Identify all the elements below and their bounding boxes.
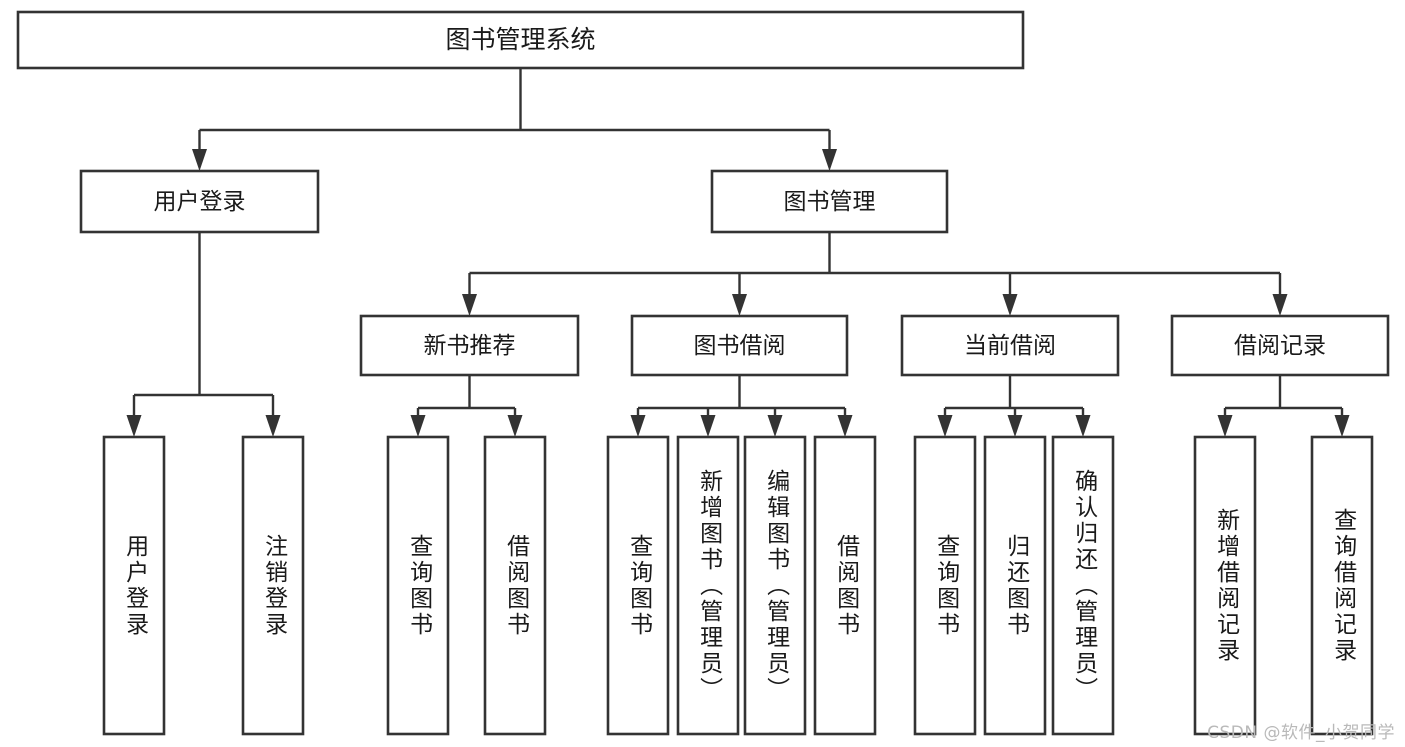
- arrow-head-icon: [837, 415, 853, 437]
- node-layer: [16, 10, 1390, 736]
- arrow-head-icon: [1272, 294, 1288, 316]
- node-box-user-login[interactable]: [79, 169, 320, 234]
- node-label-root: 图书管理系统: [445, 25, 595, 54]
- arrow-head-icon: [630, 415, 646, 437]
- node-box-leaf-borrow-book-br[interactable]: [813, 435, 877, 736]
- node-label-current-borrow: 当前借阅: [964, 333, 1056, 359]
- arrow-head-icon: [767, 415, 783, 437]
- arrow-head-icon: [1002, 294, 1018, 316]
- node-box-leaf-return-book[interactable]: [983, 435, 1047, 736]
- node-box-current-borrow[interactable]: [900, 314, 1120, 377]
- node-label-borrow-record: 借阅记录: [1234, 333, 1326, 359]
- arrow-head-icon: [507, 415, 523, 437]
- node-label-book-borrow: 图书借阅: [694, 333, 786, 359]
- node-box-new-book-rec[interactable]: [359, 314, 580, 377]
- arrow-head-icon: [732, 294, 747, 316]
- arrow-head-icon: [126, 415, 142, 437]
- arrow-head-icon: [1334, 415, 1350, 437]
- arrow-head-icon: [410, 415, 426, 437]
- node-box-root[interactable]: [16, 10, 1025, 70]
- node-box-leaf-user-login[interactable]: [102, 435, 166, 736]
- arrow-head-icon: [700, 415, 716, 437]
- edge-layer: [126, 68, 1350, 437]
- arrow-head-icon: [822, 149, 837, 171]
- node-box-leaf-confirm-return[interactable]: [1051, 435, 1115, 736]
- node-box-leaf-logout[interactable]: [241, 435, 305, 736]
- node-label-new-book-rec: 新书推荐: [424, 333, 516, 359]
- arrow-head-icon: [192, 149, 207, 171]
- node-label-book-manage: 图书管理: [784, 189, 876, 215]
- arrow-head-icon: [462, 294, 477, 316]
- node-box-leaf-query-book-cb[interactable]: [913, 435, 977, 736]
- node-box-leaf-edit-book[interactable]: [743, 435, 807, 736]
- node-box-leaf-borrow-book-rec[interactable]: [483, 435, 547, 736]
- node-box-leaf-query-record[interactable]: [1310, 435, 1374, 736]
- node-label-user-login: 用户登录: [154, 189, 246, 215]
- arrow-head-icon: [265, 415, 281, 437]
- node-box-borrow-record[interactable]: [1170, 314, 1390, 377]
- node-box-leaf-query-book-rec[interactable]: [386, 435, 450, 736]
- node-box-book-borrow[interactable]: [630, 314, 849, 377]
- node-box-leaf-add-book[interactable]: [676, 435, 740, 736]
- arrow-head-icon: [1075, 415, 1091, 437]
- node-box-book-manage[interactable]: [710, 169, 949, 234]
- arrow-head-icon: [1217, 415, 1233, 437]
- node-box-leaf-query-book-br[interactable]: [606, 435, 670, 736]
- watermark-text: CSDN @软件_小贺同学: [1207, 723, 1395, 743]
- arrow-head-icon: [1007, 415, 1023, 437]
- arrow-head-icon: [937, 415, 953, 437]
- node-box-leaf-add-record[interactable]: [1193, 435, 1257, 736]
